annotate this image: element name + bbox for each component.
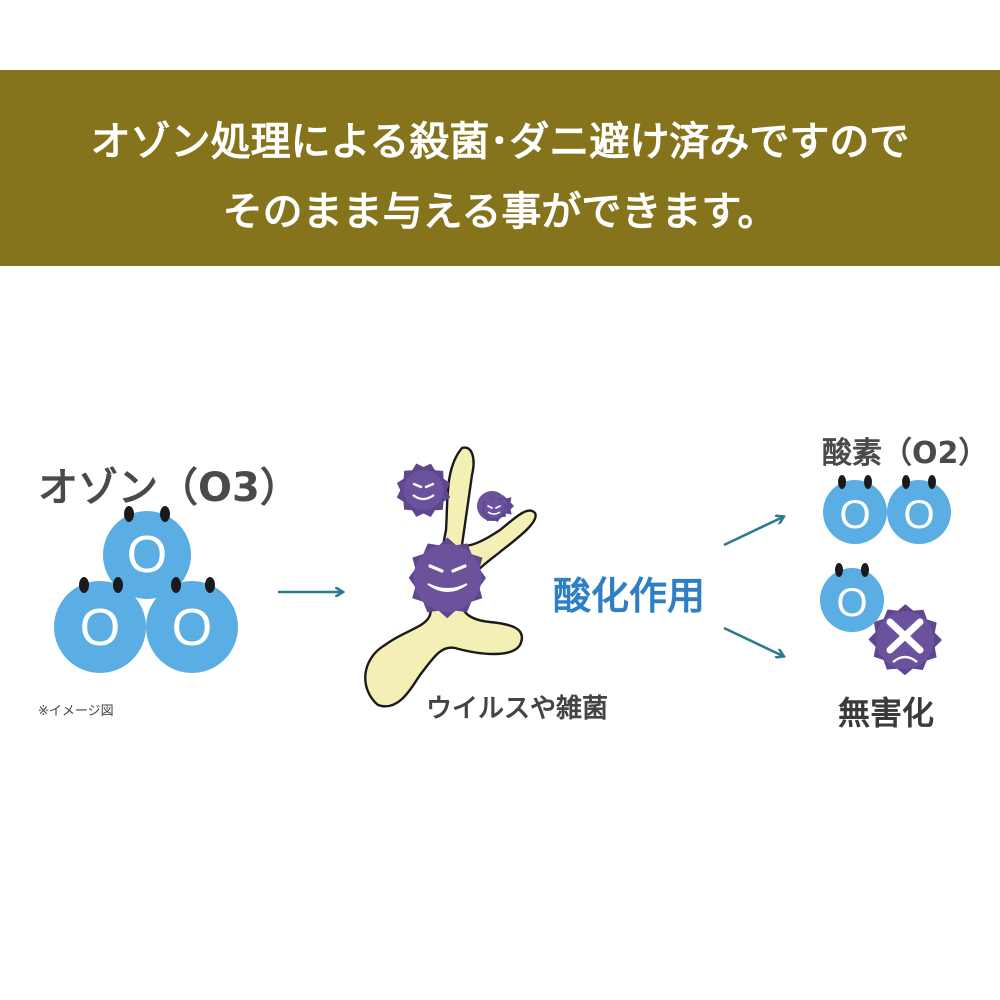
image-note: ※イメージ図 (38, 704, 114, 719)
oxygen-atom-right: O (887, 475, 951, 544)
atom-letter: O (836, 581, 867, 625)
arrow-down-right-icon (723, 626, 783, 656)
ozone-atom-left: O (54, 577, 146, 673)
ozone-molecule: O O O (54, 506, 238, 673)
virus-icon (408, 537, 486, 619)
virus-icon (477, 491, 514, 522)
atom-letter: O (172, 599, 212, 657)
harmless-label: 無害化 (838, 694, 935, 732)
virus-label: ウイルスや雑菌 (426, 694, 609, 724)
virus-icon (396, 463, 451, 517)
oxygen-molecule: O O (823, 475, 951, 544)
oxygen-atom-single: O (820, 563, 884, 632)
atom-letter: O (903, 493, 934, 537)
neutralized-virus-icon (868, 604, 942, 676)
arrow-up-right-icon (723, 517, 783, 547)
ozone-label: オゾン（O3） (38, 465, 300, 511)
atom-letter: O (127, 526, 167, 584)
oxygen-atom-left: O (823, 475, 887, 544)
oxidation-label: 酸化作用 (553, 574, 706, 618)
ozone-atom-top: O (103, 506, 191, 599)
top-banner: オゾン処理による殺菌･ダニ避け済みですので そのまま与える事ができます。 (0, 70, 1000, 266)
atom-letter: O (80, 599, 120, 657)
banner-line-2: そのまま与える事ができます。 (222, 189, 778, 235)
atom-letter: O (839, 493, 870, 537)
ozone-atom-right: O (146, 577, 238, 673)
oxygen-label: 酸素（O2） (822, 436, 989, 471)
banner-line-1: オゾン処理による殺菌･ダニ避け済みですので (90, 119, 910, 165)
